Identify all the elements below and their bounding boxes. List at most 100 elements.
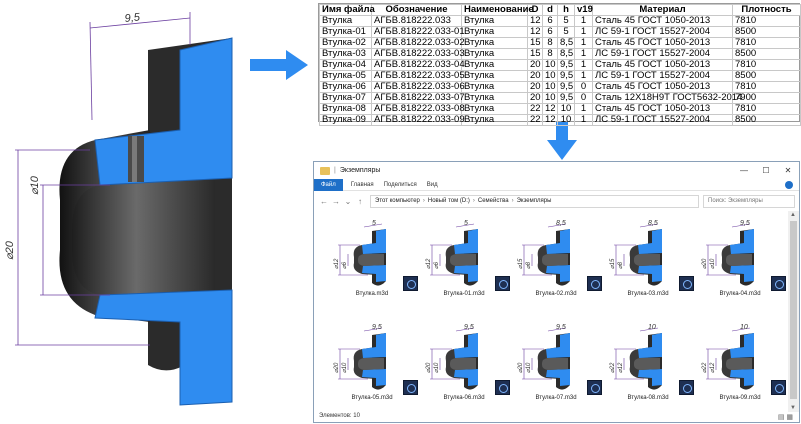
column-header[interactable]: Наименование <box>461 4 534 16</box>
table-cell[interactable]: 1 <box>574 15 593 27</box>
table-cell[interactable]: Втулка <box>319 15 372 27</box>
table-cell[interactable]: Втулка-03 <box>319 48 372 60</box>
column-header[interactable]: v19 <box>574 4 593 16</box>
table-cell[interactable]: АГБВ.818222.033-06 <box>371 81 465 93</box>
tab-home[interactable]: Главная <box>350 181 374 188</box>
table-cell[interactable]: ЛС 59-1 ГОСТ 15527-2004 <box>592 48 733 60</box>
table-cell[interactable]: Втулка-07 <box>319 92 372 104</box>
breadcrumb-item[interactable]: Семейства <box>477 198 509 204</box>
help-icon[interactable] <box>785 180 793 189</box>
table-cell[interactable]: 10 <box>557 103 575 115</box>
table-cell[interactable]: Сталь 45 ГОСТ 1050-2013 <box>592 37 733 49</box>
table-cell[interactable]: АГБВ.818222.033-01 <box>371 26 465 38</box>
column-header[interactable]: Материал <box>592 4 733 16</box>
table-cell[interactable]: 7810 <box>732 37 801 49</box>
back-button[interactable]: ← <box>320 196 328 206</box>
table-cell[interactable]: Втулка <box>461 37 528 49</box>
table-cell[interactable]: АГБВ.818222.033-02 <box>371 37 465 49</box>
table-cell[interactable]: 8,5 <box>557 48 575 60</box>
table-cell[interactable]: 12 <box>527 15 543 27</box>
table-cell[interactable]: 8 <box>542 48 558 60</box>
table-cell[interactable]: Втулка-08 <box>319 103 372 115</box>
table-cell[interactable]: Втулка <box>461 26 528 38</box>
scroll-up-icon[interactable]: ▲ <box>790 212 796 218</box>
table-cell[interactable]: 10 <box>542 70 558 82</box>
column-header[interactable]: h <box>557 4 575 16</box>
table-cell[interactable]: 15 <box>527 48 543 60</box>
recent-button[interactable]: ⌄ <box>344 196 352 206</box>
table-cell[interactable]: 12 <box>542 103 558 115</box>
table-cell[interactable]: Втулка <box>461 103 528 115</box>
table-cell[interactable]: 1 <box>574 70 593 82</box>
table-cell[interactable]: 5 <box>557 26 575 38</box>
table-cell[interactable]: 1 <box>574 114 593 126</box>
table-cell[interactable]: 6 <box>542 15 558 27</box>
table-cell[interactable]: Сталь 45 ГОСТ 1050-2013 <box>592 59 733 71</box>
table-cell[interactable]: ЛС 59-1 ГОСТ 15527-2004 <box>592 26 733 38</box>
table-cell[interactable]: 9,5 <box>557 92 575 104</box>
column-header[interactable]: Обозначение <box>371 4 462 16</box>
table-cell[interactable]: 7810 <box>732 81 801 93</box>
tab-share[interactable]: Поделиться <box>383 181 417 188</box>
table-cell[interactable]: 7810 <box>732 59 801 71</box>
breadcrumb-item[interactable]: Этот компьютер <box>375 198 420 204</box>
table-cell[interactable]: 9,5 <box>557 59 575 71</box>
table-cell[interactable]: АГБВ.818222.033 <box>371 15 462 27</box>
table-cell[interactable]: Втулка-06 <box>319 81 372 93</box>
table-cell[interactable]: 1 <box>574 26 593 38</box>
table-cell[interactable]: ЛС 59-1 ГОСТ 15527-2004 <box>592 70 733 82</box>
breadcrumb-item[interactable]: Экземпляры <box>516 198 552 204</box>
table-cell[interactable]: 7810 <box>732 15 801 27</box>
table-cell[interactable]: АГБВ.818222.033-04 <box>371 59 465 71</box>
table-cell[interactable]: 6 <box>542 26 558 38</box>
table-cell[interactable]: 20 <box>527 92 543 104</box>
table-cell[interactable]: Втулка <box>461 59 528 71</box>
table-cell[interactable]: 8500 <box>732 70 801 82</box>
table-cell[interactable]: 9,5 <box>557 81 575 93</box>
table-cell[interactable]: Втулка <box>461 92 528 104</box>
minimize-button[interactable]: — <box>740 166 748 175</box>
column-header[interactable]: d <box>542 4 558 16</box>
column-header[interactable]: Имя файла <box>319 4 375 16</box>
table-cell[interactable]: 20 <box>527 59 543 71</box>
up-button[interactable]: ↑ <box>358 196 362 206</box>
table-cell[interactable]: 8500 <box>732 114 801 126</box>
table-cell[interactable]: Сталь 45 ГОСТ 1050-2013 <box>592 15 733 27</box>
table-cell[interactable]: Втулка <box>461 114 528 126</box>
table-cell[interactable]: 0 <box>574 92 593 104</box>
table-cell[interactable]: 20 <box>527 81 543 93</box>
table-cell[interactable]: 1 <box>574 37 593 49</box>
breadcrumb-item[interactable]: Новый том (D:) <box>427 198 470 204</box>
table-cell[interactable]: Втулка-04 <box>319 59 372 71</box>
search-input[interactable]: Поиск: Экземпляры <box>703 194 795 208</box>
table-cell[interactable]: 8500 <box>732 48 801 60</box>
table-cell[interactable]: 22 <box>527 114 543 126</box>
table-cell[interactable]: Втулка <box>461 70 528 82</box>
table-cell[interactable]: 20 <box>527 70 543 82</box>
table-cell[interactable]: Сталь 45 ГОСТ 1050-2013 <box>592 81 733 93</box>
table-cell[interactable]: АГБВ.818222.033-08 <box>371 103 465 115</box>
maximize-button[interactable]: ☐ <box>762 166 770 175</box>
table-cell[interactable]: Сталь 45 ГОСТ 1050-2013 <box>592 103 733 115</box>
scroll-thumb[interactable] <box>790 221 797 399</box>
table-cell[interactable]: 15 <box>527 37 543 49</box>
table-cell[interactable]: 8,5 <box>557 37 575 49</box>
column-header[interactable]: Плотность <box>732 4 801 16</box>
table-cell[interactable]: АГБВ.818222.033-09 <box>371 114 465 126</box>
view-mode-icons[interactable]: ▤ ▦ <box>777 414 793 421</box>
table-cell[interactable]: 7810 <box>732 103 801 115</box>
table-cell[interactable]: АГБВ.818222.033-07 <box>371 92 465 104</box>
table-cell[interactable]: 7900 <box>732 92 801 104</box>
table-cell[interactable]: Втулка-09 <box>319 114 372 126</box>
address-bar[interactable]: Этот компьютер › Новый том (D:) › Семейс… <box>370 194 699 208</box>
table-cell[interactable]: Сталь 12Х18Н9Т ГОСТ5632-2014 <box>592 92 742 104</box>
table-cell[interactable]: 1 <box>574 48 593 60</box>
